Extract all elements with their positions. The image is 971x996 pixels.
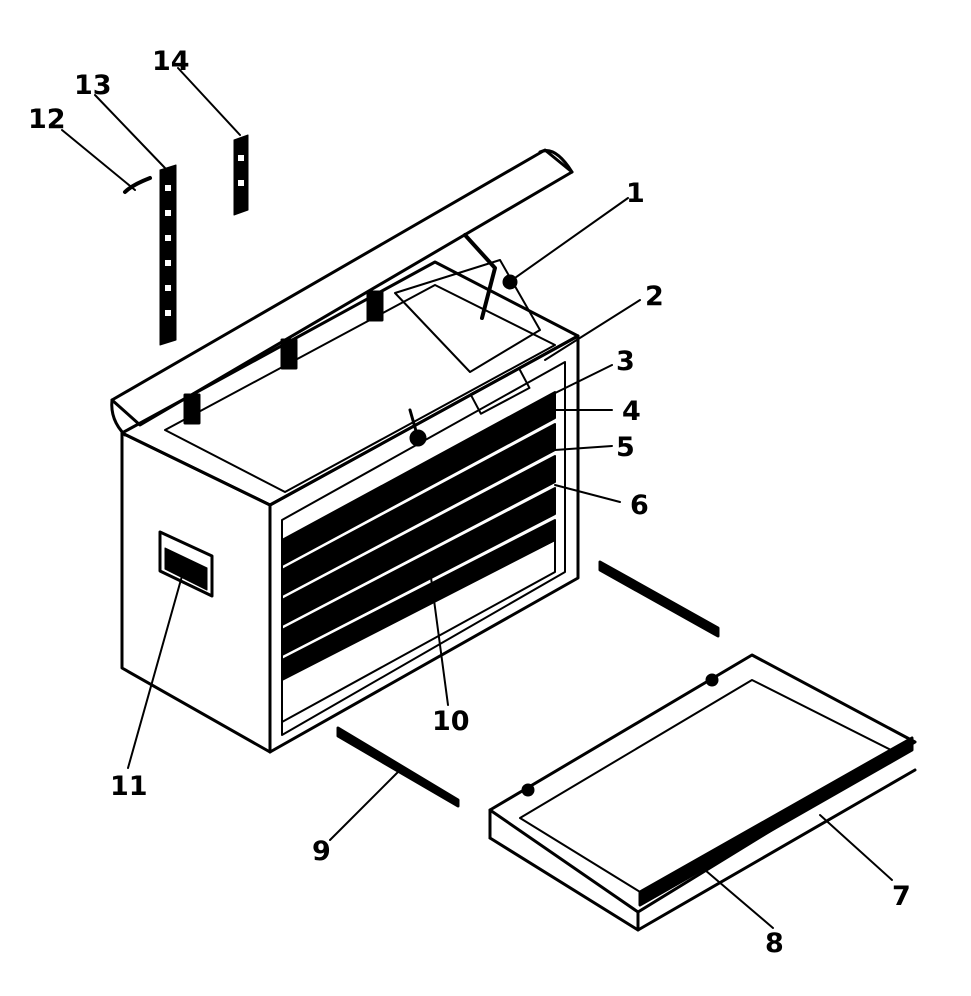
drawer-slide-upper (598, 560, 720, 638)
drawer-front-3 (281, 455, 556, 626)
callout-4: 4 (622, 396, 641, 427)
leader-2 (544, 299, 641, 361)
leader-9 (329, 769, 401, 841)
till-tray-outline (394, 259, 541, 373)
hinge-bracket (366, 290, 384, 322)
lid-support-arm (463, 233, 497, 320)
loose-drawer-front-edge (488, 768, 917, 932)
callout-3: 3 (616, 346, 635, 377)
callout-2: 2 (645, 281, 664, 312)
short-hinge-strip (233, 134, 249, 216)
side-handle-grip (164, 547, 208, 591)
callout-7: 7 (892, 881, 911, 912)
lid-front-edge (110, 398, 127, 437)
drawer-bottom-opening (281, 539, 556, 723)
callout-1: 1 (626, 178, 645, 209)
leader-6 (554, 484, 621, 503)
chest-lid (110, 148, 574, 437)
lid-back-curl (538, 149, 574, 174)
callout-8: 8 (765, 928, 784, 959)
leader-5 (554, 445, 613, 451)
hinge-bracket (280, 338, 298, 370)
leader-1 (504, 197, 629, 286)
leader-10 (429, 569, 449, 706)
small-clip (123, 176, 152, 194)
leader-11 (127, 575, 183, 769)
drawer-liner-strip (638, 736, 914, 907)
leader-lines (61, 67, 893, 929)
leader-14 (177, 67, 241, 136)
hinge-bracket (183, 393, 201, 425)
chest-side-panel (120, 431, 272, 754)
callout-labels: 1 2 3 4 5 6 7 8 9 10 11 12 13 14 (28, 46, 911, 959)
drawer-slide-tab (521, 783, 535, 797)
long-hinge-strip (159, 164, 177, 346)
loose-drawer-outline (488, 653, 917, 914)
chest-top-opening (164, 284, 556, 493)
leader-12 (61, 129, 136, 191)
strip-holes (165, 155, 244, 316)
side-handle (158, 530, 214, 598)
drawer-front-4 (281, 487, 556, 656)
leader-8 (704, 869, 774, 929)
callout-14: 14 (152, 46, 190, 77)
loose-drawer (488, 653, 917, 932)
callout-6: 6 (630, 490, 649, 521)
lid-panel (110, 148, 574, 427)
loose-strips (123, 134, 249, 346)
drawer-slide-lower (336, 726, 460, 808)
leader-7 (819, 814, 893, 881)
drawer-slides (336, 560, 720, 808)
callout-12: 12 (28, 104, 66, 135)
leader-3 (544, 364, 613, 399)
callout-11: 11 (110, 771, 148, 802)
leader-13 (94, 94, 166, 169)
callout-9: 9 (312, 836, 331, 867)
drawer-stop (705, 673, 719, 687)
till-tray (394, 259, 541, 415)
lock-knob (408, 408, 427, 447)
lock-knob-stem (408, 408, 420, 440)
callout-13: 13 (74, 70, 112, 101)
callout-10: 10 (432, 706, 470, 737)
till-tray-label-plate (469, 367, 531, 415)
callout-5: 5 (616, 432, 635, 463)
drawer-front-1 (281, 391, 556, 566)
